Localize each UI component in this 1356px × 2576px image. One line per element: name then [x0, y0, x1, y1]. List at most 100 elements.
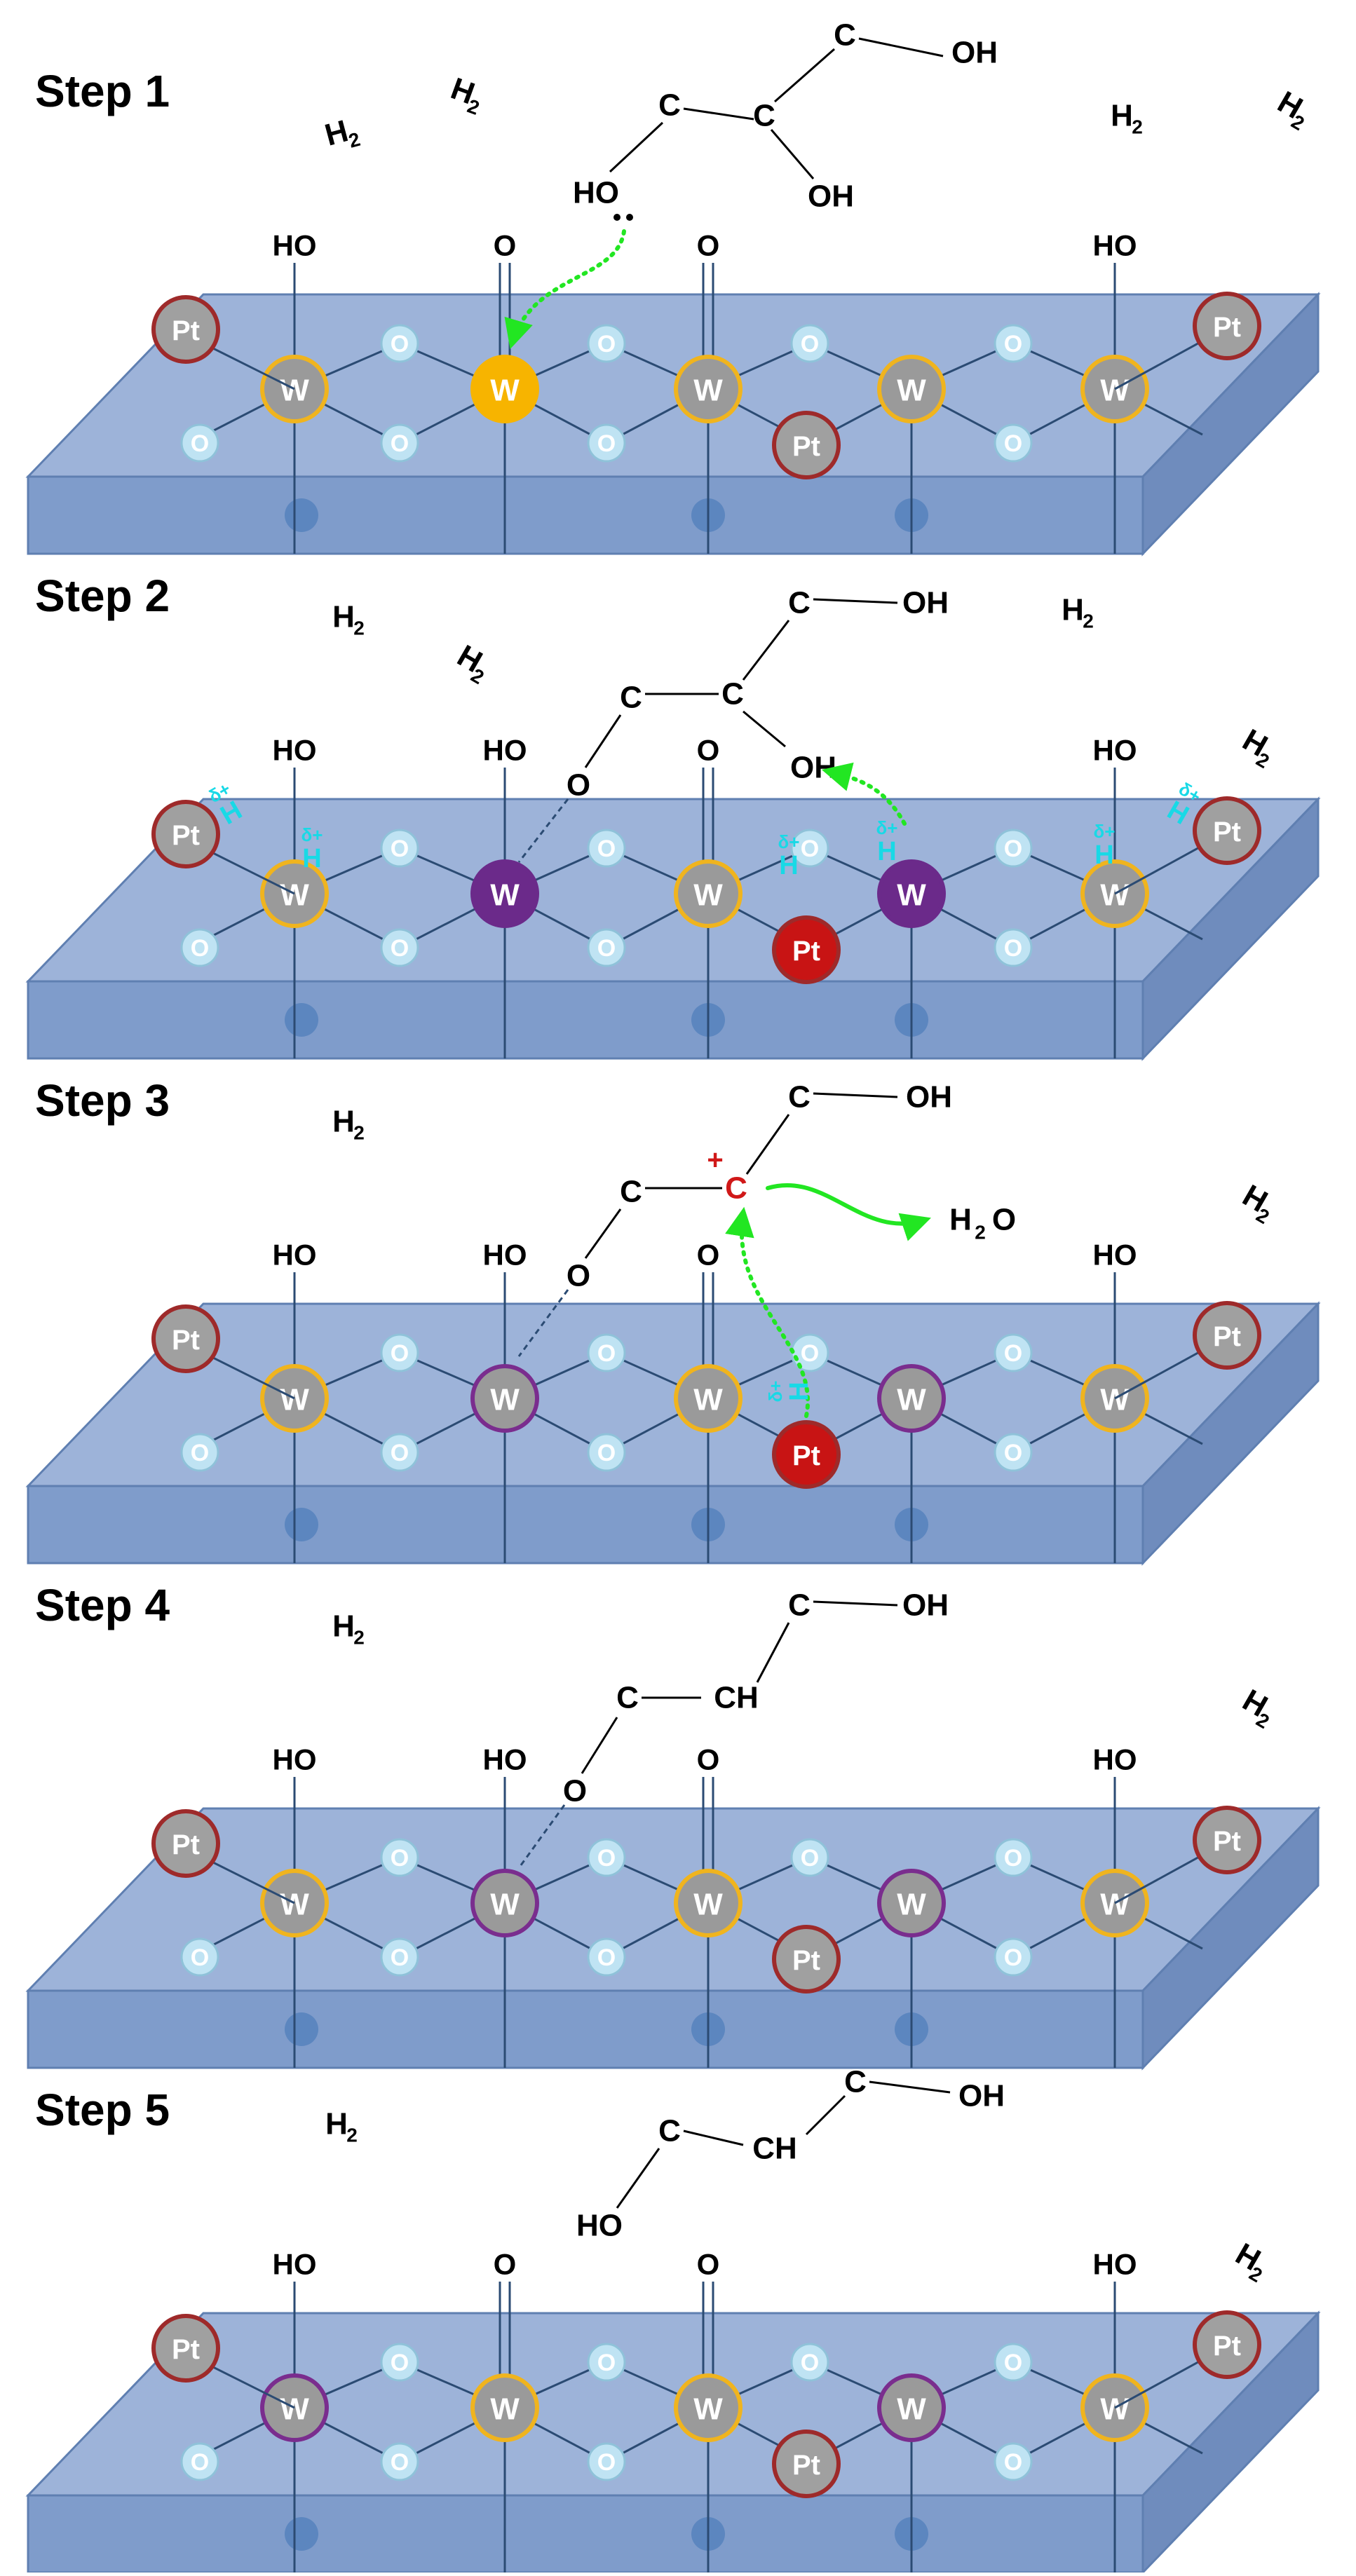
h2-label: H	[332, 600, 355, 634]
h2-molecule: H2	[332, 1105, 365, 1144]
oxygen-atom: O	[587, 928, 626, 967]
hydrogen-species: Hδ+	[876, 817, 898, 866]
tungsten-label: W	[490, 1383, 520, 1417]
slab-side-face	[1141, 292, 1320, 557]
hydroxyl-label: OH	[808, 179, 854, 214]
step-panel-3: HOHOOHOOOOOOOOOOWWWWWPtPtPtStep 3H2H2CC+…	[25, 1075, 1321, 1566]
hydroxyl-label: HO	[573, 176, 619, 210]
h2-subscript: 2	[353, 1122, 365, 1144]
water-label-sub: 2	[975, 1222, 986, 1243]
slab-front-face	[27, 475, 1144, 555]
platinum-circle	[1193, 292, 1261, 360]
oxo-label: O	[697, 734, 720, 767]
oxygen-circle	[994, 1333, 1033, 1372]
hydrogen-label: H	[1094, 840, 1113, 870]
partial-charge-label: δ+	[876, 817, 898, 838]
carbon-label: C	[844, 2065, 867, 2099]
oxygen-atom: O	[994, 1937, 1033, 1977]
steps-layer: HOOOHOOOOOOOOOOWWWWWPtPtPtStep 1H2H2H2H2…	[25, 18, 1321, 2575]
oxygen-label: O	[597, 1340, 616, 1367]
oxygen-circle	[790, 829, 829, 868]
oxygen-atom: O	[380, 928, 419, 967]
sublattice-dot	[285, 2012, 318, 2046]
oxygen-atom: O	[790, 324, 829, 363]
oxygen-label: O	[391, 2350, 409, 2376]
oxygen-label: O	[391, 2449, 409, 2476]
hydroxyl-label: HO	[273, 229, 317, 262]
tungsten-label: W	[897, 1383, 926, 1417]
platinum-circle	[772, 411, 841, 479]
oxygen-label: O	[597, 935, 616, 962]
oxygen-atom: O	[587, 423, 626, 463]
h2-molecule: H2	[1230, 2237, 1266, 2287]
hydroxyl-label: OH	[951, 36, 998, 70]
oxygen-atom: O	[587, 2343, 626, 2382]
oxygen-circle	[380, 829, 419, 868]
sublattice-dot	[285, 2517, 318, 2551]
platinum-circle	[151, 295, 220, 364]
oxygen-label: O	[597, 430, 616, 457]
oxygen-circle	[587, 928, 626, 967]
slab-front-face	[27, 1485, 1144, 1565]
oxygen-circle	[587, 2442, 626, 2481]
platinum-circle	[772, 915, 841, 984]
platinum-atom: Pt	[1193, 2310, 1261, 2379]
sublattice-dot	[285, 1508, 318, 1541]
h2-molecule: H2	[332, 1609, 365, 1649]
oxygen-atom: O	[994, 2343, 1033, 2382]
oxygen-label: O	[597, 2449, 616, 2476]
coordination-bond	[517, 1289, 569, 1357]
tungsten-circle	[877, 2373, 946, 2442]
tungsten-atom: W	[877, 2373, 946, 2442]
oxygen-label: O	[391, 1845, 409, 1872]
tungsten-atom: W	[674, 355, 743, 423]
h2-molecule: H2	[447, 71, 482, 119]
oxygen-atom: O	[380, 324, 419, 363]
tungsten-atom: W	[877, 859, 946, 928]
h2-subscript: 2	[353, 618, 365, 639]
hydroxyl-label: OH	[906, 1080, 952, 1115]
ether-oxygen-label: O	[567, 1259, 590, 1293]
h2-label: H	[332, 1105, 355, 1139]
platinum-circle	[151, 2314, 220, 2383]
oxygen-atom: O	[994, 423, 1033, 463]
oxygen-label: O	[1004, 2350, 1022, 2376]
slab-side-face	[1141, 796, 1320, 1061]
oxygen-label: O	[391, 430, 409, 457]
oxygen-circle	[790, 2343, 829, 2382]
oxygen-atom: O	[587, 829, 626, 868]
slab-side-face	[1141, 2310, 1320, 2575]
h2-molecule: H2	[325, 2107, 358, 2146]
platinum-atom: Pt	[772, 411, 841, 479]
platinum-label: Pt	[792, 1440, 820, 1471]
lone-pair-dot	[613, 214, 621, 221]
platinum-circle	[151, 1809, 220, 1878]
oxo-label: O	[697, 1743, 720, 1776]
slab-side-face	[1141, 1806, 1320, 2071]
oxygen-circle	[380, 324, 419, 363]
electron-arrow	[504, 229, 626, 350]
oxygen-label: O	[597, 836, 616, 862]
tungsten-label: W	[897, 878, 926, 913]
oxygen-circle	[180, 423, 219, 463]
oxygen-label: O	[391, 331, 409, 357]
oxygen-circle	[587, 324, 626, 363]
tungsten-circle	[674, 2373, 743, 2442]
tungsten-label: W	[897, 374, 926, 408]
tungsten-label: W	[280, 374, 309, 408]
hydroxyl-label: HO	[273, 1743, 317, 1776]
hydrogen-species: Hδ+	[1094, 821, 1116, 870]
carbon-label: C	[753, 99, 775, 133]
oxygen-label: O	[191, 1944, 209, 1971]
hydrogen-species: Hδ+	[301, 824, 323, 873]
tungsten-label: W	[693, 2392, 723, 2427]
platinum-label: Pt	[792, 1945, 820, 1976]
tungsten-label: W	[280, 1888, 309, 1922]
oxygen-label: O	[1004, 1440, 1022, 1466]
step-panel-2: HOHOOHOOOOOOOOOOWWWWWPtPtPtStep 2H2H2H2H…	[25, 571, 1321, 1061]
tungsten-label: W	[490, 2392, 520, 2427]
platinum-circle	[151, 1304, 220, 1373]
hydrogen-species: Hδ+	[765, 1381, 814, 1403]
platinum-atom: Pt	[1193, 796, 1261, 865]
oxygen-circle	[790, 1838, 829, 1877]
